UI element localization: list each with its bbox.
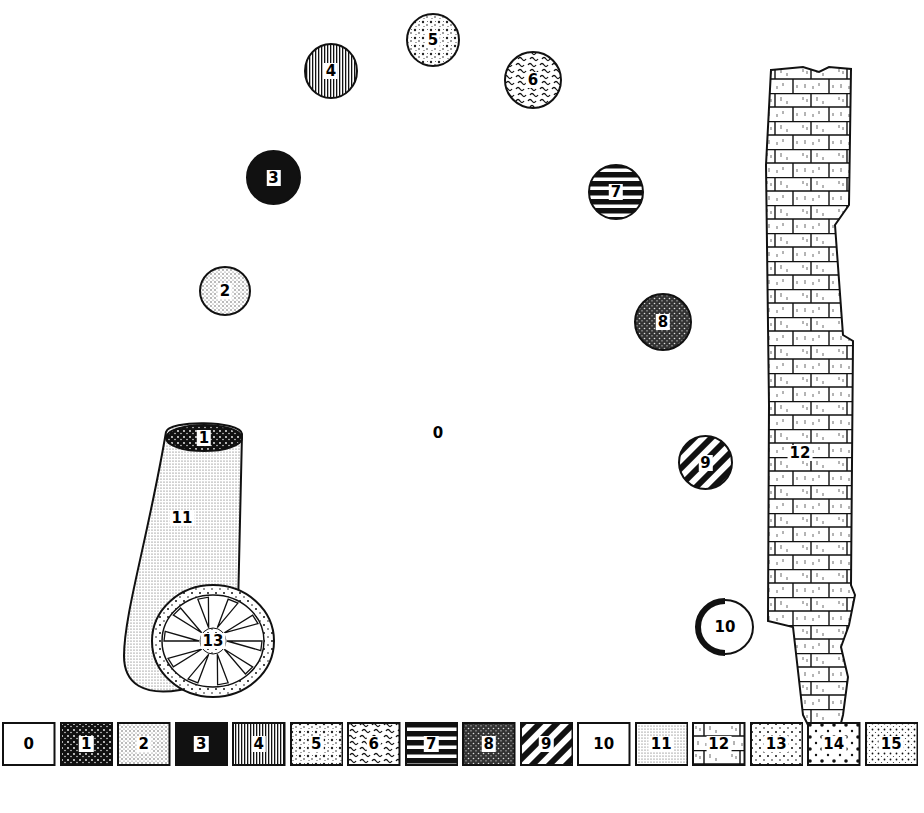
wall-section: 12	[763, 65, 858, 750]
legend-number: 0	[22, 736, 36, 752]
legend-number: 12	[706, 736, 731, 752]
legend-item: 2	[117, 722, 171, 766]
feature-shape: 7	[587, 163, 645, 221]
legend-number: 8	[482, 736, 496, 752]
legend-item: 15	[865, 722, 919, 766]
feature-shape: 2	[198, 265, 252, 317]
feature-number: 10	[713, 619, 738, 635]
legend-item: 11	[635, 722, 689, 766]
legend-item: 13	[750, 722, 804, 766]
feature-number: 2	[218, 283, 232, 299]
feature-shape: 6	[503, 50, 563, 110]
feature-shape: 4	[303, 42, 359, 100]
legend-item: 6	[347, 722, 401, 766]
legend-number: 5	[309, 736, 323, 752]
legend-item: 14	[807, 722, 861, 766]
legend-item: 1	[60, 722, 114, 766]
feature-shape: 13	[150, 583, 276, 699]
legend-item: 9	[520, 722, 574, 766]
feature-number: 8	[656, 314, 670, 330]
feature-number: 13	[201, 633, 226, 649]
feature-shape: 8	[633, 292, 693, 352]
legend-number: 13	[764, 736, 789, 752]
legend-item: 8	[462, 722, 516, 766]
legend-number: 6	[367, 736, 381, 752]
legend-item: 3	[175, 722, 229, 766]
feature-number: 7	[609, 184, 623, 200]
feature-number: 11	[170, 510, 195, 526]
legend-number: 2	[137, 736, 151, 752]
legend-item: 4	[232, 722, 286, 766]
feature-number: 9	[698, 455, 712, 471]
legend-number: 10	[591, 736, 616, 752]
feature-number: 4	[324, 63, 338, 79]
legend-item: 5	[290, 722, 344, 766]
feature-shape: 10	[695, 598, 755, 656]
feature-number: 6	[526, 72, 540, 88]
feature-shape: 5	[405, 12, 461, 68]
legend-number: 7	[424, 736, 438, 752]
legend-number: 9	[539, 736, 553, 752]
legend-number: 1	[79, 736, 93, 752]
legend-item: 10	[577, 722, 631, 766]
feature-shape: 3	[245, 149, 302, 206]
area-number: 0	[431, 425, 445, 441]
legend-number: 15	[879, 736, 904, 752]
shape-outline	[763, 65, 858, 750]
feature-number: 3	[266, 170, 280, 186]
feature-number: 1	[197, 430, 211, 446]
feature-shape: 1	[164, 423, 244, 453]
feature-number: 12	[788, 445, 813, 461]
feature-shape: 9	[677, 434, 734, 491]
legend-item: 7	[405, 722, 459, 766]
legend-number: 11	[649, 736, 674, 752]
legend-number: 14	[821, 736, 846, 752]
legend-item: 12	[692, 722, 746, 766]
legend-number: 3	[194, 736, 208, 752]
legend-number: 4	[252, 736, 266, 752]
legend-item: 0	[2, 722, 56, 766]
feature-number: 5	[426, 32, 440, 48]
